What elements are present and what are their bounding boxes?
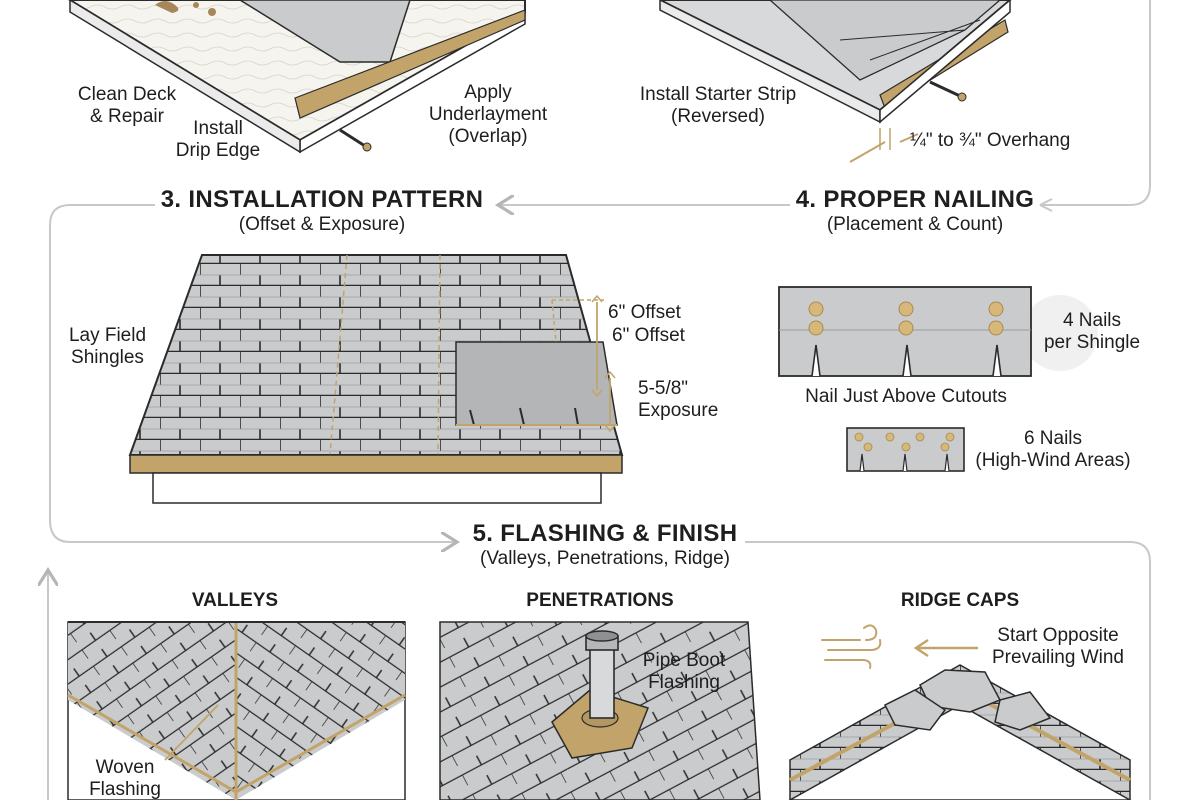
flow-lines	[48, 0, 1151, 800]
pipe-boot-illustration	[439, 621, 761, 800]
drip-edge-label: Install Drip Edge	[168, 118, 268, 162]
step5-subtitle: (Valleys, Penetrations, Ridge)	[480, 548, 730, 569]
underlayment-line2: Underlayment	[428, 104, 548, 125]
clean-deck-label: Clean Deck & Repair	[72, 84, 182, 128]
penetrations-heading: PENETRATIONS	[526, 590, 674, 611]
lay-field-line1: Lay Field	[68, 325, 147, 346]
offset-label-1: 6" Offset	[608, 302, 681, 323]
nailing-diagrams	[778, 286, 1098, 472]
woven-flashing-label: Woven Flashing	[84, 757, 166, 801]
four-nails-label: 4 Nails per Shingle	[1036, 310, 1148, 354]
offset-label-2: 6" Offset	[612, 325, 685, 346]
nail-above-cutouts-label: Nail Just Above Cutouts	[805, 386, 1007, 407]
lay-field-shingles-label: Lay Field Shingles	[60, 325, 155, 369]
step4-subtitle: (Placement & Count)	[826, 214, 1004, 235]
step3-subtitle: (Offset & Exposure)	[238, 214, 406, 235]
valley-illustration	[67, 621, 406, 800]
drip-edge-line2: Drip Edge	[175, 140, 261, 161]
clean-deck-line2: & Repair	[90, 106, 164, 127]
exposure-value: 5-5/8"	[638, 378, 689, 399]
ridge-caps-heading: RIDGE CAPS	[900, 590, 1020, 611]
step4-title: 4. PROPER NAILING	[795, 186, 1035, 213]
pipe-boot-flashing-label: Pipe Boot Flashing	[632, 650, 736, 694]
underlayment-line3: (Overlap)	[448, 126, 528, 147]
prevailing-line1: Start Opposite	[997, 625, 1119, 646]
underlayment-line1: Apply	[464, 82, 512, 103]
deck-step1	[68, 0, 526, 154]
exposure-word: Exposure	[638, 400, 719, 421]
drip-edge-line1: Install	[193, 118, 243, 139]
prevailing-wind-label: Start Opposite Prevailing Wind	[984, 625, 1132, 669]
pipe-boot-line1: Pipe Boot	[642, 650, 726, 671]
step5-title: 5. FLASHING & FINISH	[472, 520, 738, 547]
prevailing-line2: Prevailing Wind	[992, 647, 1124, 668]
six-nails-line2: (High-Wind Areas)	[975, 450, 1131, 471]
pipe-boot-line2: Flashing	[648, 672, 720, 693]
starter-line2: (Reversed)	[671, 106, 765, 127]
woven-line2: Flashing	[89, 779, 161, 800]
overhang-label: ¼" to ¾" Overhang	[910, 130, 1071, 151]
four-nails-line2: per Shingle	[1043, 332, 1141, 353]
six-nails-line1: 6 Nails	[1023, 428, 1083, 449]
step3-title: 3. INSTALLATION PATTERN	[160, 186, 484, 213]
starter-step2	[659, 0, 1012, 163]
clean-deck-line1: Clean Deck	[77, 84, 177, 105]
underlayment-label: Apply Underlayment (Overlap)	[414, 82, 562, 148]
six-nails-label: 6 Nails (High-Wind Areas)	[970, 428, 1136, 472]
lay-field-line2: Shingles	[71, 347, 144, 368]
starter-line1: Install Starter Strip	[639, 84, 797, 105]
roof-installation-pattern	[128, 254, 624, 504]
exposure-label: 5-5/8" Exposure	[638, 378, 718, 422]
four-nails-line1: 4 Nails	[1062, 310, 1122, 331]
valleys-heading: VALLEYS	[191, 590, 279, 611]
ridge-caps-illustration	[788, 624, 1132, 800]
starter-strip-label: Install Starter Strip (Reversed)	[628, 84, 808, 128]
woven-line1: Woven	[95, 757, 155, 778]
